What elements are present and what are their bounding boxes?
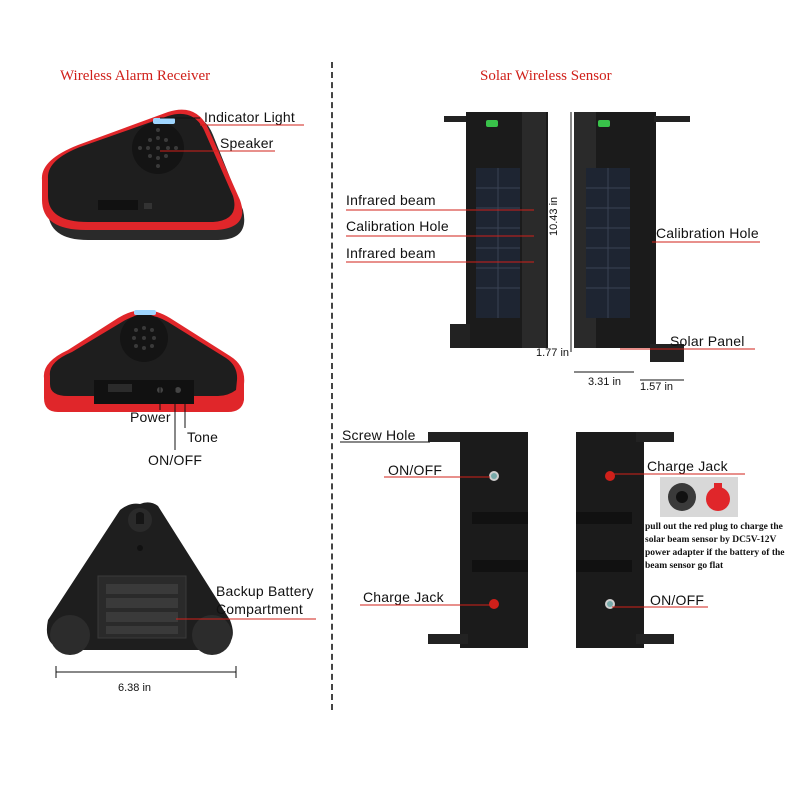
calibration-hole-label-right: Calibration Hole [656, 225, 759, 241]
sensor-height-dimension: 10.43 in [548, 196, 560, 236]
calibration-hole-label-left: Calibration Hole [346, 218, 449, 234]
sensor-on-off-label-left: ON/OFF [388, 462, 443, 478]
sensor-back-view-image [428, 432, 674, 648]
receiver-top-view-image [41, 109, 245, 240]
sensor-bracket-dimension: 1.57 in [640, 381, 674, 393]
charge-jack-label-right: Charge Jack [647, 458, 728, 474]
receiver-width-dimension-line [55, 666, 237, 678]
charging-instruction-note: pull out the red plug to charge the sola… [645, 522, 785, 571]
charge-jack-label-left: Charge Jack [363, 589, 444, 605]
section-divider [331, 62, 333, 710]
speaker-label: Speaker [220, 135, 274, 151]
sensor-depth-dimension: 1.77 in [536, 347, 570, 359]
receiver-side-view-image [43, 310, 245, 412]
receiver-bottom-view-image [46, 502, 233, 655]
infrared-beam-label-1: Infrared beam [346, 192, 436, 208]
tone-label: Tone [187, 429, 219, 445]
receiver-title: Wireless Alarm Receiver [60, 68, 211, 84]
receiver-on-off-label: ON/OFF [148, 452, 203, 468]
sensor-width-dimension: 3.31 in [588, 376, 622, 388]
charge-jack-closeup-image [660, 477, 738, 517]
screw-hole-label: Screw Hole [342, 427, 416, 443]
solar-panel-label: Solar Panel [670, 333, 745, 349]
power-label: Power [130, 409, 171, 425]
backup-battery-label-line1: Backup Battery [216, 583, 314, 599]
infrared-beam-label-2: Infrared beam [346, 245, 436, 261]
receiver-width-dimension: 6.38 in [118, 682, 152, 694]
backup-battery-label-line2: Compartment [216, 601, 304, 617]
sensor-height-dimension-line [570, 112, 572, 352]
sensor-on-off-label-right: ON/OFF [650, 592, 705, 608]
sensor-title: Solar Wireless Sensor [480, 68, 612, 84]
indicator-light-label: Indicator Light [204, 109, 295, 125]
